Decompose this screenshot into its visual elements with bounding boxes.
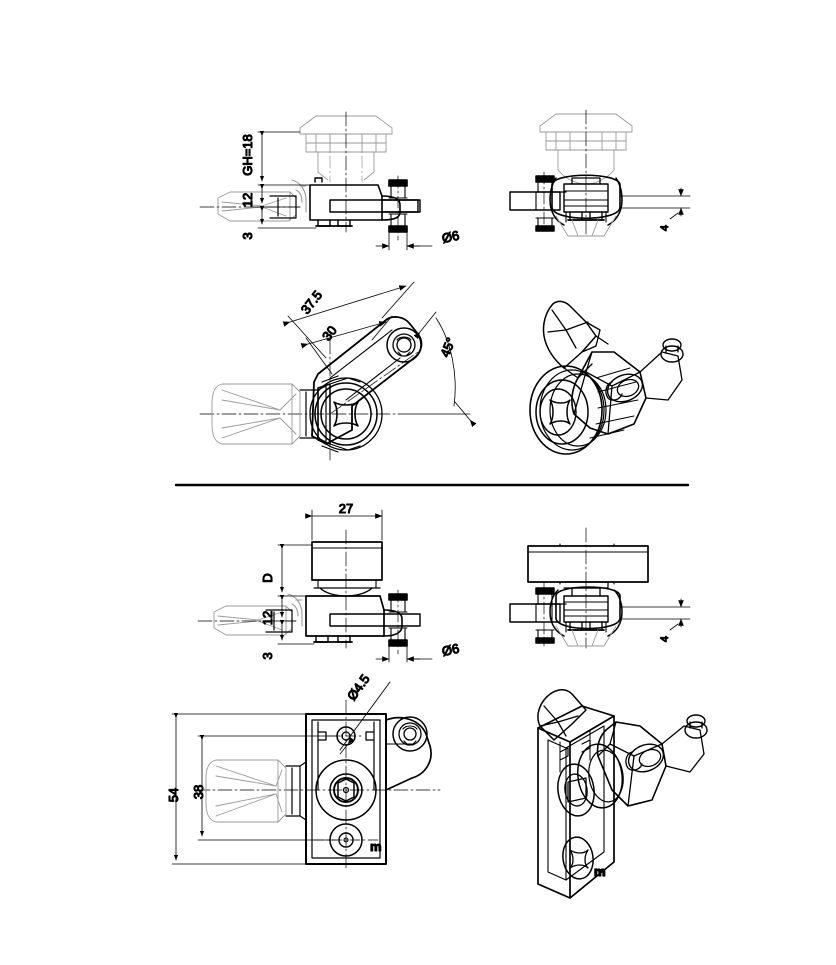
upper-front-elevation-geometry <box>199 111 421 241</box>
lower-side-section-geometry <box>509 527 649 649</box>
dim-upper-45deg: 45° <box>437 335 458 359</box>
lower-front-dimension-lines <box>277 509 433 663</box>
upper-side-section-geometry <box>509 109 633 237</box>
lower-plan-geometry <box>195 699 441 871</box>
lower-plan-dimension-lines <box>171 681 391 865</box>
dim-upper-side-4: 4 <box>659 225 671 231</box>
upper-plan-dimension-lines <box>282 281 477 428</box>
lower-isometric-geometry: m <box>537 689 708 899</box>
dim-upper-3: 3 <box>240 232 255 239</box>
dim-lower-54: 54 <box>166 788 181 802</box>
upper-side-dimension-lines <box>619 187 691 220</box>
upper-front-dimension-lines <box>257 130 433 251</box>
dim-upper-12: 12 <box>240 193 255 207</box>
dim-lower-38: 38 <box>191 785 206 799</box>
dim-lower-D: D <box>260 573 275 582</box>
dim-lower-27: 27 <box>339 501 353 516</box>
material-marking: m <box>370 839 382 854</box>
dim-lower-dia6: Ø6 <box>441 641 461 659</box>
upper-plan-geometry <box>199 316 423 461</box>
dim-upper-gh: GH=18 <box>240 134 255 176</box>
dim-upper-dia6: Ø6 <box>441 228 461 246</box>
dim-lower-dia45: Ø4.5 <box>344 672 373 704</box>
lower-front-elevation-geometry <box>197 529 421 655</box>
dim-upper-30: 30 <box>319 323 340 344</box>
dim-lower-12: 12 <box>260 611 275 625</box>
lower-side-dimension-lines <box>619 598 691 631</box>
material-marking-iso: m <box>594 864 606 879</box>
upper-isometric-geometry <box>529 300 684 455</box>
dim-lower-side-4: 4 <box>659 636 671 642</box>
dim-lower-3: 3 <box>260 652 275 659</box>
